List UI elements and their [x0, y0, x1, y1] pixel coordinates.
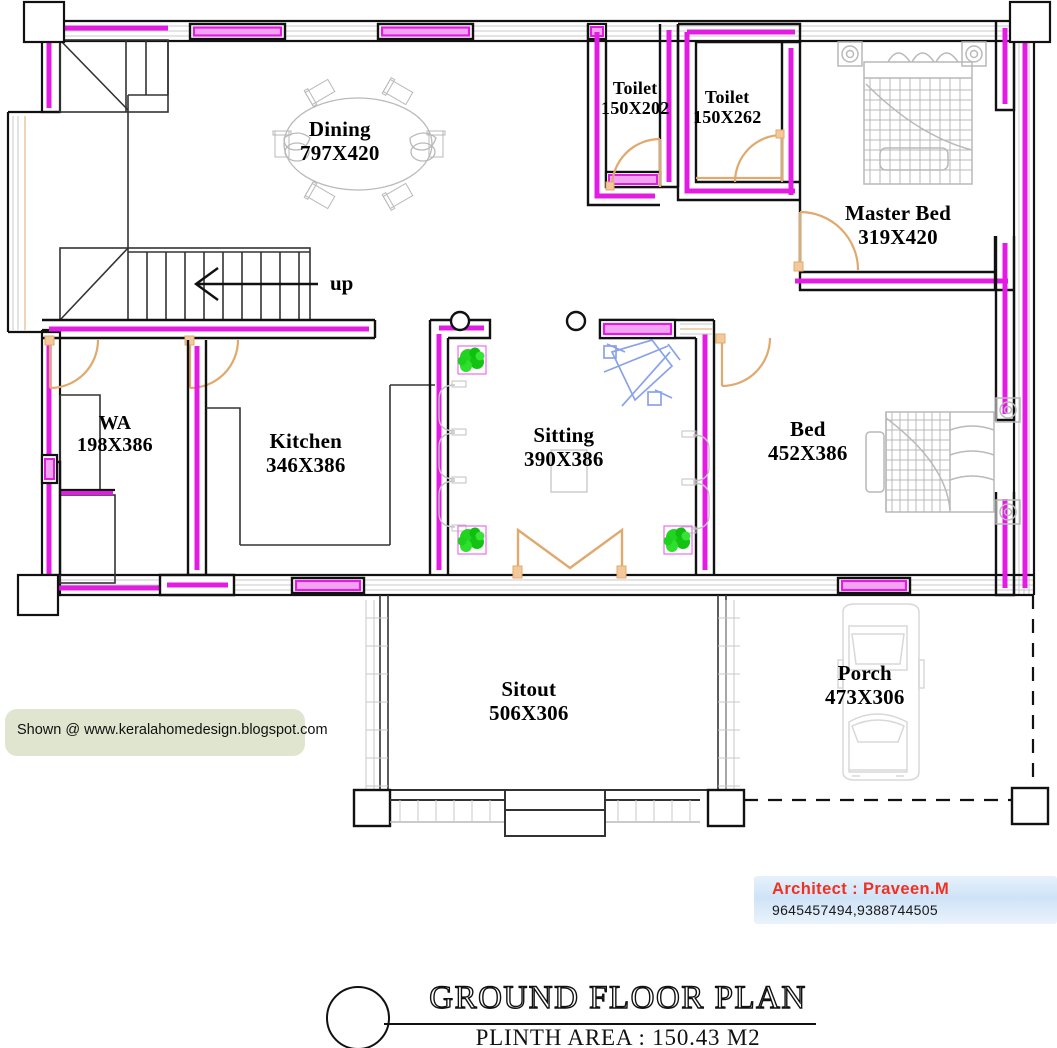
sitting-walls — [428, 310, 716, 575]
door-toilet-1 — [605, 137, 662, 191]
architect-phone: 9645457494,9388744505 — [772, 902, 938, 918]
up-arrow-icon — [193, 267, 318, 301]
architect-credit-box: Architect : Praveen.M 9645457494,9388744… — [754, 876, 1057, 924]
room-dimensions: 150X262 — [693, 107, 762, 128]
door-sitting-main — [512, 527, 627, 579]
window-top-2 — [376, 22, 475, 41]
watermark-text: Shown @ www.keralahomedesign.blogspot.co… — [17, 722, 328, 738]
room-label-wa: WA 198X386 — [77, 412, 153, 457]
bottom-left-column — [16, 573, 60, 617]
stair-partition-wall — [42, 318, 377, 340]
room-name: Sitting — [533, 423, 595, 447]
dining-furniture — [272, 77, 446, 211]
room-name: Sitout — [501, 677, 557, 701]
porch-corner-column — [1010, 786, 1050, 826]
driveway-dashed-line — [744, 595, 1040, 802]
kitchen-counter — [206, 384, 435, 546]
title-underline — [384, 1023, 816, 1026]
door-hall-1 — [44, 335, 100, 390]
kitchen-wall — [158, 340, 236, 597]
room-dimensions: 319X420 — [858, 224, 938, 249]
right-wall-breaks — [994, 21, 1016, 597]
window-left-1 — [40, 453, 59, 485]
room-name: Master Bed — [845, 201, 952, 225]
room-name: Kitchen — [269, 429, 343, 453]
door-masterbed — [793, 210, 860, 272]
porch-car — [837, 603, 925, 781]
room-name: Toilet — [704, 87, 750, 107]
sitout-structure — [352, 595, 746, 837]
room-label-master-bed: Master Bed 319X420 — [845, 201, 952, 249]
sitting-sofa-left — [438, 380, 467, 532]
title-circle-marker — [326, 986, 390, 1048]
room-name: Porch — [837, 661, 892, 685]
title-block: GROUND FLOOR PLAN PLINTH AREA : 150.43 M… — [318, 968, 838, 1048]
plinth-area-text: PLINTH AREA : 150.43 M2 — [475, 1025, 761, 1048]
room-label-toilet-1: Toilet 150X202 — [601, 78, 669, 118]
room-label-sitout: Sitout 506X306 — [489, 677, 569, 725]
room-label-dining: Dining 797X420 — [300, 117, 380, 165]
door-sitting-bed — [715, 333, 772, 388]
top-right-column — [1008, 0, 1052, 44]
page-title: GROUND FLOOR PLAN — [429, 979, 807, 1016]
window-bottom-2 — [836, 576, 912, 595]
staircase-upper — [59, 36, 169, 248]
room-dimensions: 506X306 — [489, 700, 569, 725]
room-label-toilet-2: Toilet 150X262 — [693, 87, 761, 127]
window-top-1 — [188, 22, 287, 41]
room-label-bed: Bed 452X386 — [768, 417, 848, 465]
door-toilet-2 — [696, 129, 785, 183]
room-dimensions: 473X306 — [825, 684, 905, 709]
room-name: Bed — [789, 417, 826, 441]
toilet-2-walls — [676, 22, 802, 202]
room-dimensions: 150X202 — [601, 98, 670, 119]
room-dimensions: 198X386 — [77, 434, 153, 457]
room-dimensions: 797X420 — [300, 140, 380, 165]
plant-sitting-br — [662, 525, 693, 555]
room-dimensions: 346X386 — [266, 452, 346, 477]
watermark-badge: Shown @ www.keralahomedesign.blogspot.co… — [5, 709, 328, 756]
room-label-porch: Porch 473X306 — [825, 661, 905, 709]
door-kitchen — [184, 335, 240, 390]
toilet-1-walls — [586, 24, 662, 207]
window-bottom-1 — [290, 576, 366, 595]
bed-furniture — [865, 397, 1021, 525]
top-left-column — [22, 0, 66, 44]
plant-sitting-tl — [456, 345, 487, 375]
room-name: Toilet — [612, 78, 658, 98]
ceiling-fan-icon — [603, 339, 681, 407]
room-dimensions: 452X386 — [768, 440, 848, 465]
room-dimensions: 390X386 — [524, 446, 604, 471]
masterbed-furniture — [837, 41, 987, 185]
room-label-kitchen: Kitchen 346X386 — [266, 429, 346, 477]
sitting-center-table — [550, 449, 588, 493]
stair-up-label: up — [330, 271, 354, 295]
room-name: Dining — [308, 117, 371, 141]
plant-sitting-bl — [456, 525, 487, 555]
room-name: WA — [98, 412, 132, 434]
room-label-sitting: Sitting 390X386 — [524, 423, 604, 471]
architect-name: Architect : Praveen.M — [772, 880, 950, 898]
